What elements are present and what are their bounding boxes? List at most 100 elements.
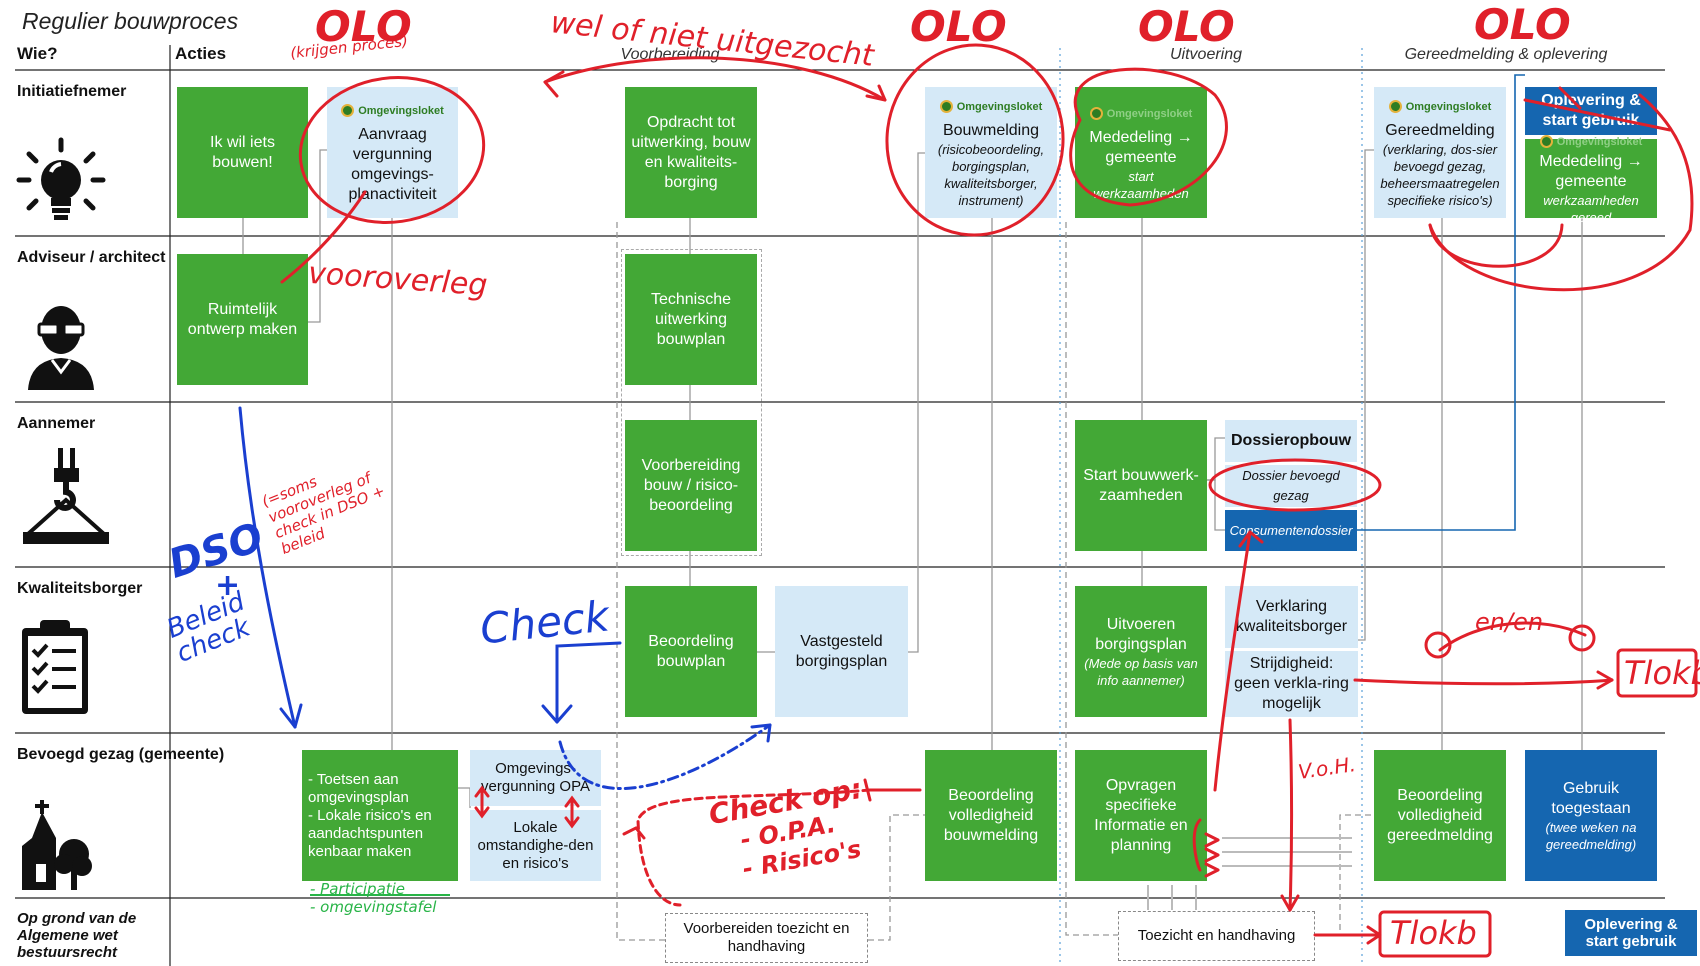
box-label: Ik wil iets bouwen! xyxy=(210,133,275,171)
box-oplevering-start-gebruik: Oplevering & start gebruik xyxy=(1525,87,1657,135)
phase-uitvoering: Uitvoering xyxy=(1169,46,1243,63)
box-ruimtelijk-ontwerp: Ruimtelijk ontwerp maken xyxy=(177,254,308,385)
box-label: Omgevings-vergunning OPA xyxy=(481,760,590,795)
box-label: Gebruik toegestaan xyxy=(1551,779,1631,817)
role-adviseur: Adviseur / architect xyxy=(17,249,166,266)
box-beoordeling-bouwmelding: Beoordeling volledigheid bouwmelding xyxy=(925,750,1057,881)
box-label: Aanvraag vergunning omgevings-planactivi… xyxy=(348,125,437,203)
omgevingsloket-logo-icon xyxy=(1089,107,1103,120)
box-aanvraag-vergunning: Omgevingsloket Aanvraag vergunning omgev… xyxy=(327,87,458,218)
annotation-participatie: - Participatie xyxy=(310,880,406,898)
column-header-wie: Wie? xyxy=(17,44,58,63)
annotation-tlokb-2: Tlokb xyxy=(1390,914,1477,952)
architect-icon xyxy=(18,300,104,395)
box-uitvoeren-borgingsplan: Uitvoeren borgingsplan (Mede op basis va… xyxy=(1075,586,1207,717)
box-label: Verklaring kwaliteitsborger xyxy=(1235,598,1348,635)
box-verklaring-kwaliteitsborger: Verklaring kwaliteitsborger xyxy=(1225,586,1358,648)
box-bouwmelding: Omgevingsloket Bouwmelding (risicobeoord… xyxy=(925,87,1057,218)
box-toezicht-handhaving: Toezicht en handhaving xyxy=(1118,911,1315,961)
box-lokale-omstandigheden: Lokale omstandighe-den en risico's xyxy=(470,810,601,881)
phase-gereedmelding: Gereedmelding & oplevering xyxy=(1404,46,1608,63)
omgevingsloket-badge: Omgevingsloket xyxy=(341,101,444,121)
annotation-tlokb-1: Tlokb xyxy=(1624,654,1700,692)
box-label: Mededeling → gemeente xyxy=(1089,128,1193,166)
box-label: Start bouwwerk-zaamheden xyxy=(1083,466,1199,504)
box-label: Dossieropbouw xyxy=(1231,432,1352,449)
box-voorbereiding-bouw: Voorbereiding bouw / risico-beoordeling xyxy=(625,420,757,551)
box-label: Voorbereiden toezicht en handhaving xyxy=(683,920,850,955)
annotation-plus: + xyxy=(215,568,241,603)
box-label: Toezicht en handhaving xyxy=(1137,927,1296,944)
annotation-olo-2: OLO xyxy=(910,2,1007,51)
annotation-omgevingstafel: - omgevingstafel xyxy=(310,898,437,916)
box-sublabel: werkzaamheden gereed xyxy=(1543,192,1639,225)
box-label: Beoordeling bouwplan xyxy=(648,632,734,670)
box-gereedmelding: Omgevingsloket Gereedmelding (verklaring… xyxy=(1374,87,1506,218)
box-omgevingsvergunning-opa: Omgevings-vergunning OPA xyxy=(470,750,601,806)
box-voorbereiden-toezicht: Voorbereiden toezicht en handhaving xyxy=(665,913,868,963)
box-label: Dossier bevoegd gezag xyxy=(1242,468,1340,503)
church-tree-icon xyxy=(18,798,94,895)
box-label: Strijdigheid: geen verkla-ring mogelijk xyxy=(1234,655,1349,712)
box-label: Vastgesteld borgingsplan xyxy=(795,632,888,670)
role-kwaliteitsborger: Kwaliteitsborger xyxy=(17,580,143,597)
box-bullet: - Lokale risico's en aandachtspunten ken… xyxy=(308,806,432,860)
box-opvragen-informatie: Opvragen specifieke Informatie en planni… xyxy=(1075,750,1207,881)
box-dossieropbouw: Dossieropbouw xyxy=(1225,420,1357,462)
omgevingsloket-badge: Omgevingsloket xyxy=(1539,132,1642,152)
annotation-olo-1: OLO xyxy=(315,2,412,51)
box-toetsen-omgevingsplan: - Toetsen aan omgevingsplan - Lokale ris… xyxy=(302,750,458,881)
omgevingsloket-badge: Omgevingsloket xyxy=(1388,97,1491,117)
box-sublabel: (risicobeoordeling, borgingsplan, kwalit… xyxy=(937,141,1045,208)
role-initiatiefnemer: Initiatiefnemer xyxy=(17,83,127,100)
box-dossier-bevoegd-gezag: Dossier bevoegd gezag xyxy=(1225,465,1357,507)
box-label: Bouwmelding xyxy=(942,121,1040,139)
box-label: Voorbereiding bouw / risico-beoordeling xyxy=(641,456,741,514)
role-bevoegd-gezag: Bevoegd gezag (gemeente) xyxy=(17,746,225,763)
role-awb: Op grond van de Algemene wet bestuursrec… xyxy=(17,910,137,961)
box-label: Gereedmelding xyxy=(1385,121,1495,139)
box-label: Opvragen specifieke Informatie en planni… xyxy=(1094,776,1188,854)
annotation-olo-4: OLO xyxy=(1474,0,1571,49)
omgevingsloket-logo-icon xyxy=(1388,100,1402,113)
box-technische-uitwerking: Technische uitwerking bouwplan xyxy=(625,254,757,385)
annotation-olo-3: OLO xyxy=(1138,2,1235,51)
box-label: Oplevering & start gebruik xyxy=(1584,916,1678,950)
clipboard-checklist-icon xyxy=(20,618,90,721)
box-label: Ruimtelijk ontwerp maken xyxy=(187,300,298,338)
box-vastgesteld-borgingsplan: Vastgesteld borgingsplan xyxy=(775,586,908,717)
box-label: Oplevering & start gebruik xyxy=(1541,92,1641,129)
box-label: Uitvoeren borgingsplan xyxy=(1095,615,1187,653)
omgevingsloket-logo-icon xyxy=(341,104,355,117)
box-beoordeling-gereedmelding: Beoordeling volledigheid gereedmelding xyxy=(1374,750,1506,881)
box-label: Beoordeling volledigheid gereedmelding xyxy=(1387,786,1493,844)
box-label: Lokale omstandighe-den en risico's xyxy=(477,818,594,872)
omgevingsloket-badge: Omgevingsloket xyxy=(1089,104,1192,124)
omgevingsloket-logo-icon xyxy=(939,100,953,113)
box-gebruik-toegestaan: Gebruik toegestaan (twee weken na gereed… xyxy=(1525,750,1657,881)
lightbulb-icon xyxy=(6,136,116,238)
box-sublabel: (Mede op basis van info aannemer) xyxy=(1084,655,1198,688)
diagram-title: Regulier bouwproces xyxy=(22,8,239,34)
omgevingsloket-badge: Omgevingsloket xyxy=(939,97,1042,117)
role-aannemer: Aannemer xyxy=(17,415,96,432)
box-oplevering-bottom: Oplevering & start gebruik xyxy=(1565,910,1697,956)
box-label: Beoordeling volledigheid bouwmelding xyxy=(943,786,1039,844)
box-label: Mededeling → gemeente xyxy=(1539,152,1643,190)
box-strijdigheid: Strijdigheid: geen verkla-ring mogelijk xyxy=(1225,651,1358,717)
annotation-en-en: en/en xyxy=(1475,608,1544,636)
box-sublabel: (twee weken na gereedmelding) xyxy=(1545,819,1637,852)
omgevingsloket-logo-icon xyxy=(1539,135,1553,148)
crane-hook-icon xyxy=(20,448,112,553)
box-ik-wil-iets-bouwen: Ik wil iets bouwen! xyxy=(177,87,308,218)
box-start-bouwwerkzaamheden: Start bouwwerk-zaamheden xyxy=(1075,420,1207,551)
box-opdracht-uitwerking: Opdracht tot uitwerking, bouw en kwalite… xyxy=(625,87,757,218)
box-sublabel: (verklaring, dos-sier bevoegd gezag, beh… xyxy=(1380,141,1500,208)
column-header-acties: Acties xyxy=(175,44,227,63)
box-beoordeling-bouwplan: Beoordeling bouwplan xyxy=(625,586,757,717)
box-mededeling-gereed: Omgevingsloket Mededeling → gemeente wer… xyxy=(1525,135,1657,225)
box-label: Consumentendossier xyxy=(1229,522,1353,538)
